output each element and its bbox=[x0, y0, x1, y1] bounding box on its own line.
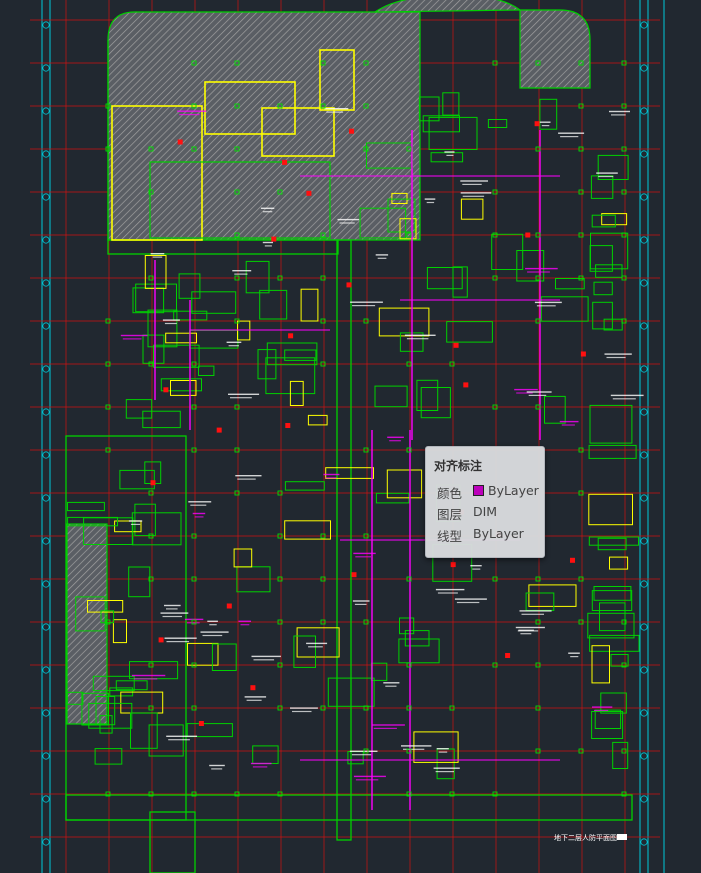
tooltip-layer-key: 图层 bbox=[437, 507, 463, 522]
axis-bubbles bbox=[42, 21, 648, 846]
tooltip-color-key: 颜色 bbox=[437, 486, 463, 501]
drawing-caption: 地下二层人防平面图 bbox=[554, 834, 617, 842]
tooltip-layer-value: DIM bbox=[473, 504, 498, 519]
color-swatch-icon bbox=[473, 485, 484, 496]
magenta-ducts bbox=[154, 130, 560, 810]
tooltip-linetype-key: 线型 bbox=[437, 529, 463, 544]
tooltip-color-value: ByLayer bbox=[473, 483, 539, 498]
tooltip-title: 对齐标注 bbox=[434, 459, 483, 473]
caption-underline bbox=[617, 834, 627, 840]
tooltip-linetype-value: ByLayer bbox=[473, 526, 524, 541]
property-tooltip: 对齐标注 颜色 ByLayer 图层 DIM 线型 ByLayer bbox=[425, 446, 545, 558]
columns bbox=[105, 60, 627, 797]
axis-bands bbox=[41, 0, 665, 873]
